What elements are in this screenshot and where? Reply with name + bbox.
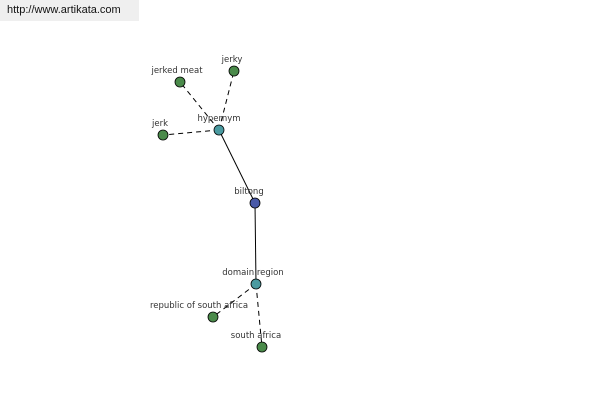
- node-label-jerked-meat: jerked meat: [150, 66, 203, 76]
- node-republic-of-south-africa[interactable]: [207, 311, 219, 323]
- node-label-south-africa: south africa: [231, 331, 281, 341]
- node-biltong[interactable]: [249, 197, 261, 209]
- labels-layer: biltong hypernym domain region jerked meat j…: [150, 55, 284, 341]
- node-label-biltong: biltong: [234, 187, 263, 197]
- edge-domain-region-south-africa: [255, 283, 263, 348]
- node-label-jerky: jerky: [221, 55, 243, 65]
- node-hypernym[interactable]: [213, 124, 225, 136]
- node-label-hypernym: hypernym: [197, 114, 240, 124]
- edge-hypernym-jerked-meat: [179, 81, 220, 131]
- node-jerk[interactable]: [157, 129, 169, 141]
- node-label-republic-of-south-africa: republic of south africa: [150, 301, 248, 311]
- edge-domain-region-republic-of-south-africa: [212, 283, 257, 318]
- nodes-layer: [157, 65, 268, 353]
- edge-biltong-domain-region: [254, 202, 257, 285]
- edges-layer: [162, 70, 263, 348]
- node-domain-region[interactable]: [250, 278, 262, 290]
- url-banner: http://www.artikata.com: [0, 0, 139, 21]
- edge-biltong-hypernym: [218, 129, 256, 204]
- node-jerky[interactable]: [228, 65, 240, 77]
- edge-hypernym-jerky: [218, 70, 235, 131]
- url-text: http://www.artikata.com: [7, 4, 121, 16]
- node-label-domain-region: domain region: [222, 268, 283, 278]
- node-jerked-meat[interactable]: [174, 76, 186, 88]
- node-south-africa[interactable]: [256, 341, 268, 353]
- node-label-jerk: jerk: [151, 119, 168, 129]
- edge-hypernym-jerk: [162, 129, 220, 136]
